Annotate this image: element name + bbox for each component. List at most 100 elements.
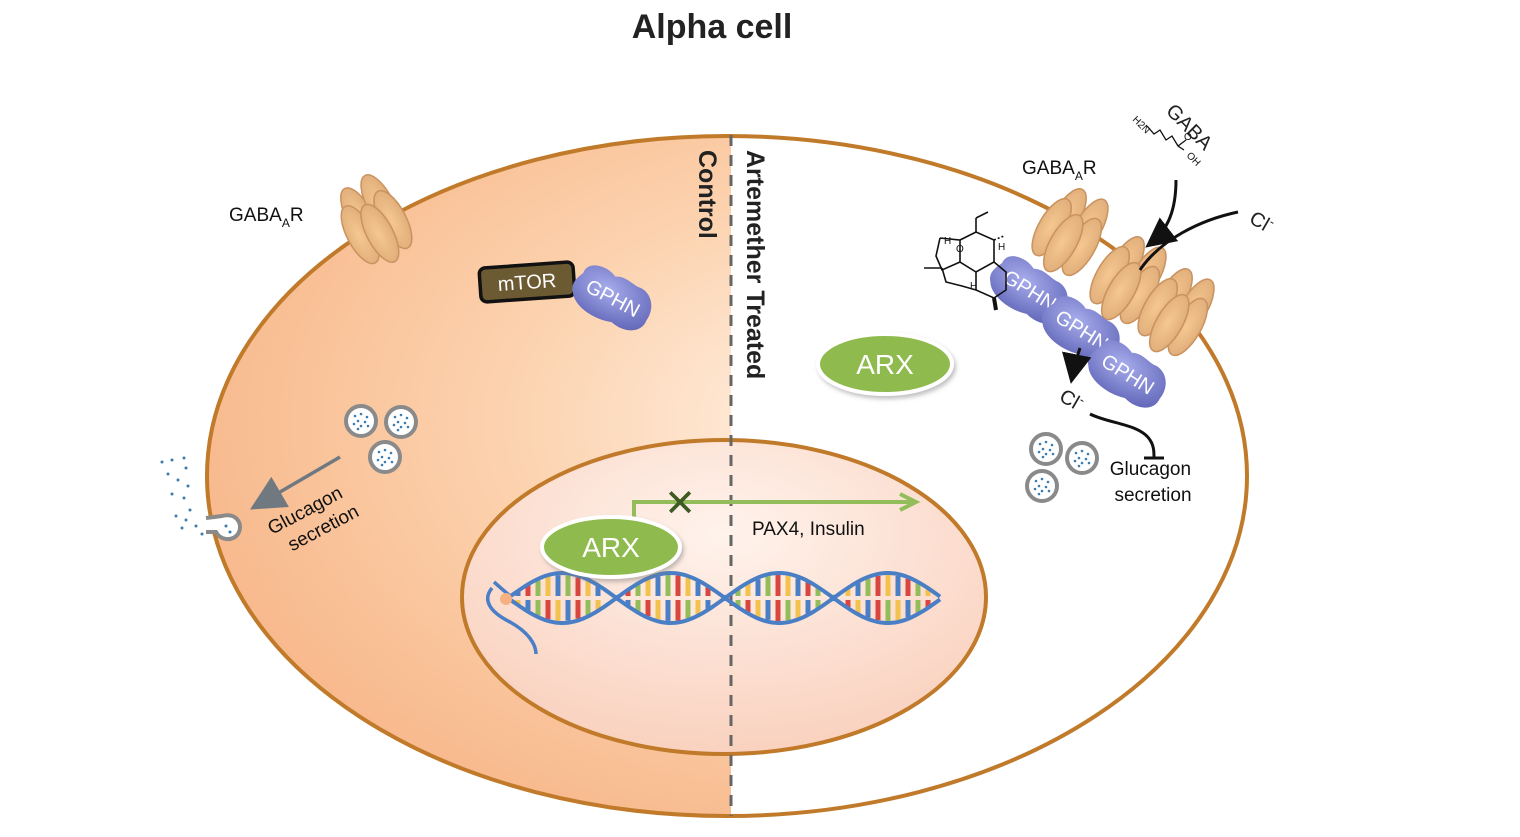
dna-base-pair — [665, 600, 671, 621]
dna-base-pair — [925, 600, 931, 608]
dna-tail — [486, 586, 538, 655]
dna-base-pair — [525, 585, 531, 596]
dna-base-pair — [925, 588, 931, 596]
dna-base-pair — [745, 600, 751, 613]
dna-base-pair — [875, 600, 881, 621]
dna-base-pair — [675, 575, 681, 596]
dna-base-pair — [815, 588, 821, 596]
control-label: Control — [693, 150, 721, 239]
dna-base-pair — [645, 600, 651, 617]
dna-helix — [486, 570, 942, 655]
dna-base-pair — [565, 575, 571, 596]
dna-base-pair — [515, 591, 521, 596]
dna-base-pair — [815, 600, 821, 608]
dna-bead — [500, 593, 512, 605]
transcription-arrowhead — [899, 492, 921, 512]
target-genes-label: PAX4, Insulin — [752, 519, 865, 540]
dna-base-pair — [625, 600, 631, 606]
dna-base-pair — [865, 578, 871, 596]
dna-base-pair — [885, 575, 891, 596]
dna-base-pair — [855, 583, 861, 596]
dna-base-pair — [575, 577, 581, 596]
dna-base-pair — [565, 600, 571, 621]
artemether-o: O — [956, 244, 964, 255]
chloride-in-label: Cl- — [1246, 205, 1279, 238]
dna-base-pair — [535, 580, 541, 596]
dna-base-pair — [775, 575, 781, 596]
dna-base-pair — [515, 600, 521, 605]
dna-base-pair — [695, 600, 701, 615]
chloride-influx-arrow — [1138, 210, 1239, 271]
dna-base-pair — [595, 600, 601, 610]
dna-base-pair — [795, 600, 801, 618]
dna-base-pair — [635, 600, 641, 612]
dna-base-pair — [915, 600, 921, 613]
artemether-h3: H — [970, 281, 977, 292]
dna-base-pair — [705, 600, 711, 609]
dna-base-pair — [555, 600, 561, 621]
dna-base-pair — [765, 576, 771, 596]
dna-base-pair — [545, 576, 551, 596]
gaba-label: GABA — [1161, 100, 1216, 155]
dna-base-pair — [805, 582, 811, 596]
dna-base-pair — [705, 587, 711, 596]
dna-base-pair — [555, 575, 561, 596]
secreted-glucagon-particles — [160, 456, 232, 536]
dna-base-pair — [735, 600, 741, 607]
dna-base-pair — [735, 589, 741, 596]
artemether-structure — [924, 211, 1007, 311]
dna-base-pair — [895, 600, 901, 620]
dna-base-pair — [895, 576, 901, 596]
dna-base-pair — [635, 584, 641, 596]
dna-base-pair — [695, 581, 701, 596]
dna-base-pair — [755, 579, 761, 596]
artemether-treated-label: Artemether Treated — [741, 150, 769, 379]
glucagon-inhibition-line — [1089, 412, 1156, 459]
dna-base-pair — [585, 581, 591, 596]
gaba-carbonyl-o: O — [1184, 132, 1192, 143]
transcription-arrow — [632, 500, 912, 522]
dna-base-pair — [655, 600, 661, 620]
artemether-h1: H — [944, 236, 951, 247]
exocytosis-vesicle — [205, 513, 242, 541]
cytoplasm-arx-label: ARX — [856, 349, 914, 380]
dna-base-pair — [575, 600, 581, 619]
chloride-efflux-arrow — [1061, 347, 1092, 384]
dna-base-pair — [745, 583, 751, 596]
dna-base-pair — [685, 600, 691, 619]
dna-base-pair — [655, 576, 661, 596]
dna-base-pair — [855, 600, 861, 613]
dna-base-pair — [525, 600, 531, 611]
mtor-protein: mTOR — [477, 260, 577, 304]
dna-base-pair — [795, 578, 801, 596]
cytoplasm-arx-protein — [816, 332, 954, 396]
gaba-structure — [1146, 125, 1187, 151]
dna-base-pair — [545, 600, 551, 620]
treated-receptor-label: GABAAR — [1022, 158, 1097, 183]
dna-base-pair — [805, 600, 811, 614]
dna-base-pair — [645, 579, 651, 596]
figure-title: Alpha cell — [632, 8, 793, 46]
dna-base-pair — [625, 590, 631, 596]
mtor-label: mTOR — [497, 270, 557, 296]
dna-base-pair — [785, 600, 791, 621]
dna-base-pair — [785, 575, 791, 596]
dna-base-pair — [675, 600, 681, 621]
dna-base-pair — [905, 600, 911, 618]
dna-base-pair — [685, 577, 691, 596]
treated-secretion-label: Glucagon secretion — [1110, 459, 1197, 506]
blocked-mark: ✕ — [664, 483, 696, 525]
dna-base-pair — [885, 600, 891, 621]
dna-base-pair — [765, 600, 771, 620]
dna-strand — [506, 596, 942, 626]
dna-base-pair — [845, 588, 851, 596]
dna-base-pair — [865, 600, 871, 618]
gaba-binding-arrow — [1145, 179, 1179, 248]
dna-base-pair — [845, 600, 851, 608]
dna-base-pair — [875, 575, 881, 596]
dna-base-pair — [905, 578, 911, 596]
dna-base-pair — [595, 586, 601, 596]
dna-base-pair — [535, 600, 541, 616]
dna-base-pair — [915, 583, 921, 596]
nucleus-arx-protein — [540, 515, 682, 579]
